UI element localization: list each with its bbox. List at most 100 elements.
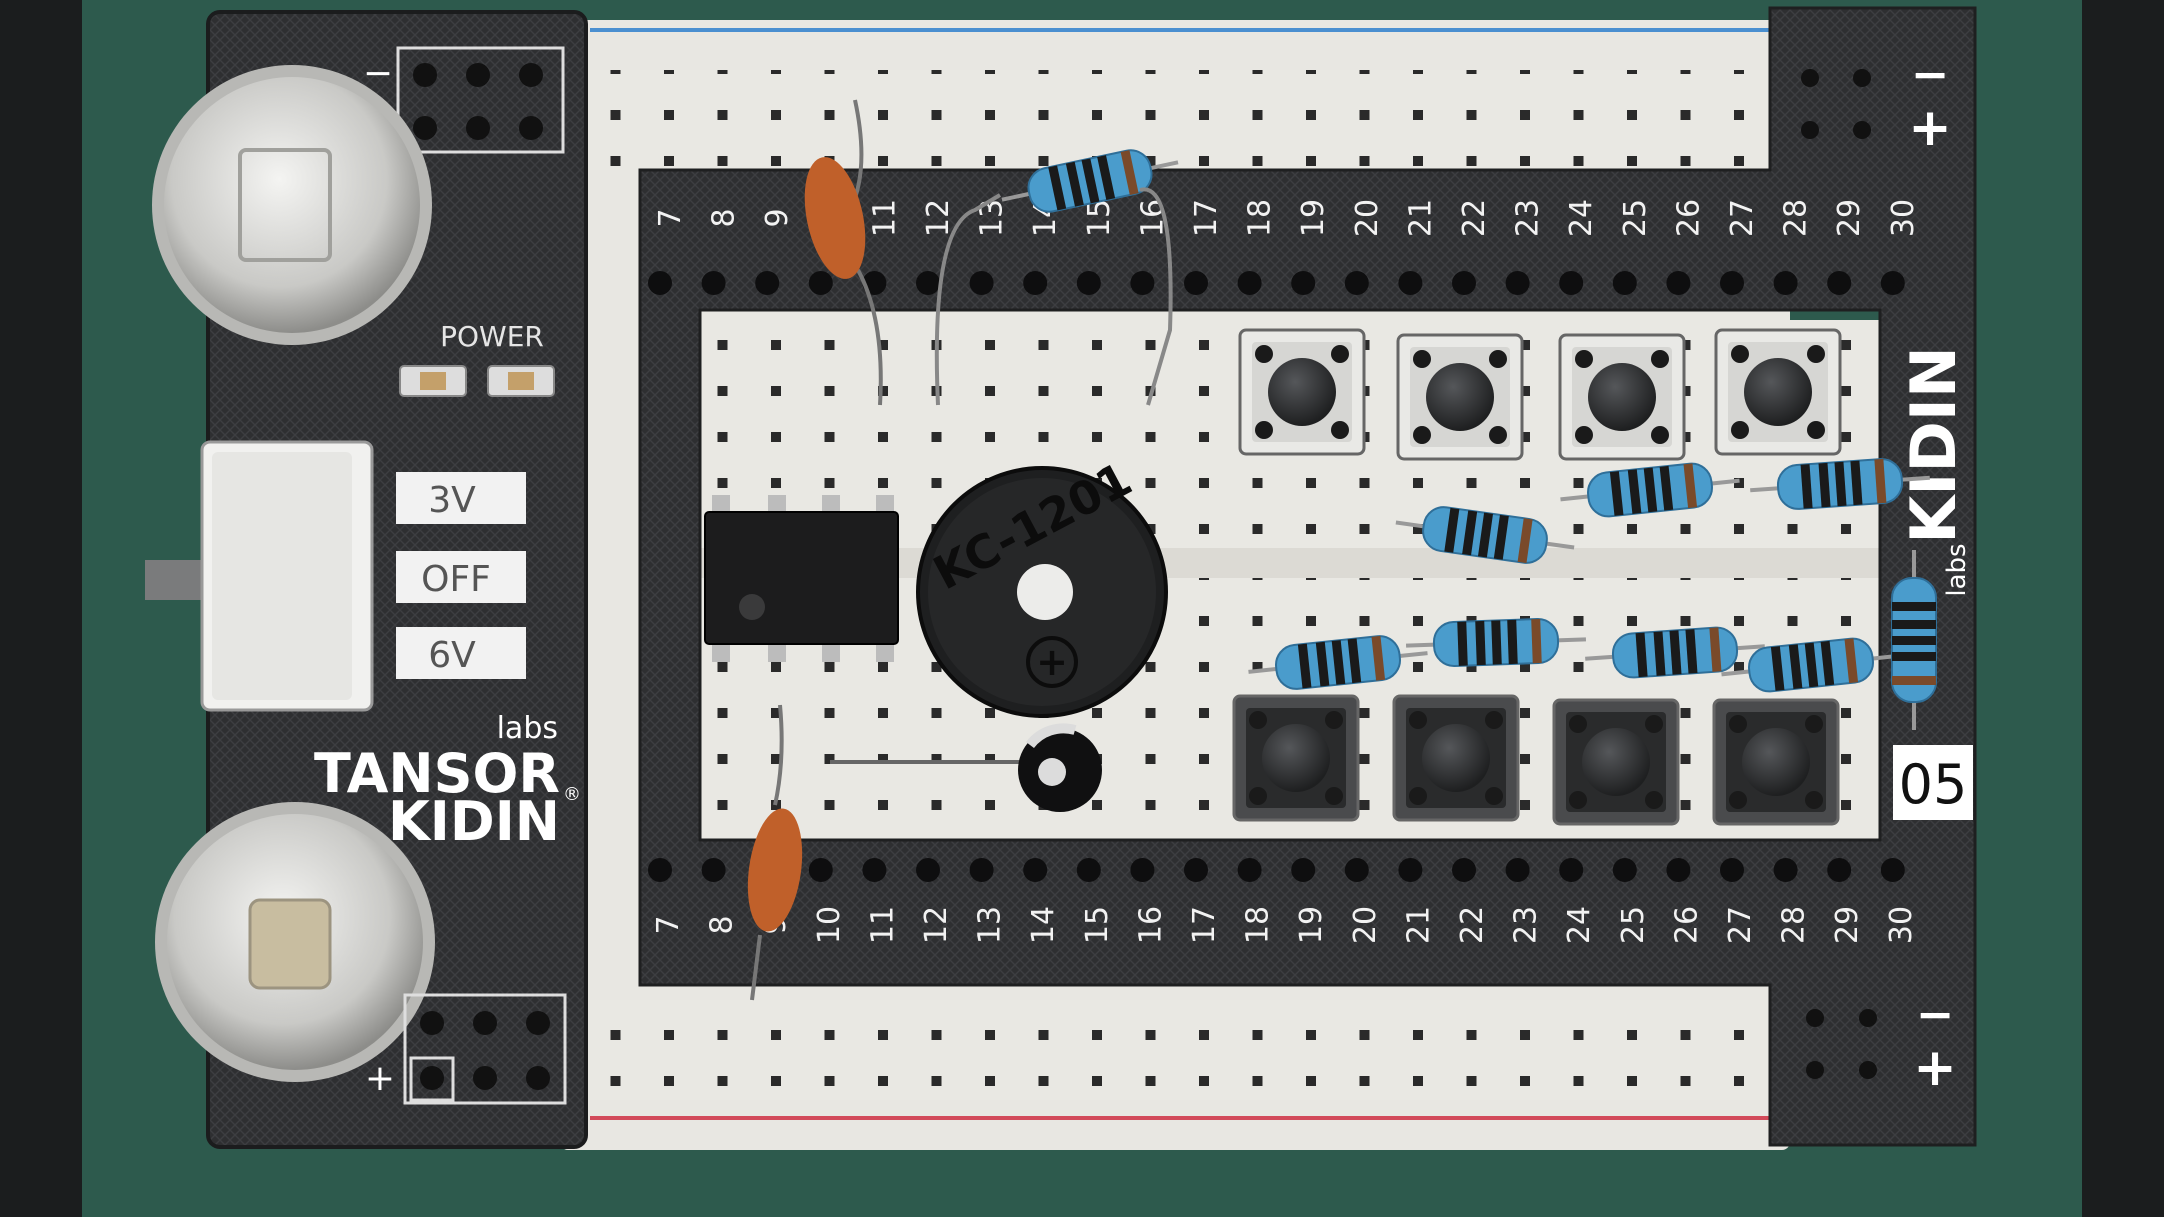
- electrolytic-capacitor: [830, 723, 1102, 812]
- header-pin: [755, 271, 780, 295]
- header-pin: [1773, 858, 1798, 882]
- column-number-top: 24: [1564, 199, 1599, 237]
- push-buttons[interactable]: [1232, 328, 1842, 826]
- column-number-bottom: 23: [1509, 906, 1544, 944]
- tactile-button[interactable]: [1392, 694, 1520, 822]
- brand-registered: ®: [563, 784, 581, 805]
- header-pin: [1505, 858, 1530, 882]
- header-pin: [808, 858, 833, 882]
- resistors: [1001, 149, 1937, 730]
- column-number-bottom: 19: [1294, 906, 1329, 944]
- column-number-top: 29: [1832, 199, 1867, 237]
- header-pins-top: [648, 271, 1905, 295]
- column-number-bottom: 10: [812, 906, 847, 944]
- column-number-bottom: 29: [1830, 906, 1865, 944]
- header-pin: [1398, 858, 1423, 882]
- bottom-power-rail-holes: [590, 1000, 1770, 1100]
- power-label: POWER: [440, 320, 544, 353]
- header-pin: [1720, 271, 1744, 295]
- rail-plus-top-label: +: [1908, 98, 1952, 158]
- column-number-top: 27: [1725, 199, 1760, 237]
- column-number-top: 23: [1511, 199, 1546, 237]
- header-pin: [1666, 858, 1691, 882]
- header-pin: [648, 858, 672, 882]
- resistor: [1891, 550, 1937, 730]
- header-pins-bottom: [648, 858, 1905, 882]
- tactile-button[interactable]: [1712, 698, 1840, 826]
- column-number-bottom: 20: [1348, 906, 1383, 944]
- column-number-bottom: 13: [973, 906, 1008, 944]
- switch-label-3v: 3V: [428, 480, 476, 521]
- jumper-leads: [934, 187, 1173, 406]
- side-brand-text: KIDIN: [1897, 346, 1970, 544]
- switch-label-6v: 6V: [428, 635, 476, 676]
- column-number-bottom: 15: [1080, 906, 1115, 944]
- resistor: [1750, 458, 1930, 510]
- tactile-button[interactable]: [1396, 333, 1524, 461]
- tactile-button[interactable]: [1558, 333, 1686, 461]
- resistor: [1248, 635, 1428, 690]
- column-number-top: 20: [1350, 199, 1385, 237]
- header-pin: [701, 271, 726, 295]
- header-pin: [1880, 271, 1905, 295]
- resistor: [1560, 462, 1740, 518]
- header-pin: [1612, 858, 1637, 882]
- column-number-bottom: 18: [1241, 906, 1276, 944]
- header-pin: [1505, 271, 1530, 295]
- header-pin: [969, 858, 994, 882]
- column-number-top: 22: [1457, 199, 1492, 237]
- right-rail-pins-bottom: [1806, 1009, 1877, 1079]
- header-pin: [1880, 858, 1905, 882]
- header-pin: [969, 271, 994, 295]
- switch-label-6v-box: [396, 627, 526, 679]
- header-pin: [1023, 858, 1048, 882]
- column-number-bottom: 11: [865, 906, 900, 944]
- header-pin: [1559, 858, 1584, 882]
- module-plus-label: +: [365, 1058, 395, 1099]
- header-pin: [862, 858, 887, 882]
- header-pin: [1773, 271, 1798, 295]
- right-rail-pins-top: [1801, 69, 1871, 139]
- switch-label-off-box: [396, 551, 526, 603]
- header-pin: [1827, 271, 1852, 295]
- column-number-top: 28: [1779, 199, 1814, 237]
- tactile-button[interactable]: [1238, 328, 1366, 456]
- column-number-top: 21: [1403, 199, 1438, 237]
- header-pin: [1291, 858, 1316, 882]
- column-number-bottom: 21: [1401, 906, 1436, 944]
- column-number-bottom: 12: [919, 906, 954, 944]
- column-number-top: 9: [760, 208, 795, 227]
- header-pin: [1023, 271, 1048, 295]
- module-header-bottom: [403, 993, 567, 1105]
- rail-minus-top-label: −: [1911, 47, 1950, 101]
- resistor: [1395, 506, 1575, 564]
- header-pin: [1184, 271, 1208, 295]
- brand-line-2: KIDIN: [388, 790, 560, 853]
- column-number-bottom: 17: [1187, 906, 1222, 944]
- column-number-top: 15: [1082, 199, 1117, 237]
- column-number-bottom: 27: [1723, 906, 1758, 944]
- column-number-top: 8: [707, 208, 742, 227]
- pcb-frame: [638, 6, 1977, 1147]
- module-header-top: [396, 46, 565, 154]
- rail-plus-bottom-label: +: [1913, 1038, 1957, 1098]
- ceramic-capacitor-bottom: [747, 704, 803, 1001]
- tactile-button[interactable]: [1552, 698, 1680, 826]
- header-pin: [1398, 271, 1423, 295]
- resistor: [1405, 618, 1587, 667]
- power-slide-switch[interactable]: [145, 440, 374, 712]
- column-number-top: 18: [1243, 199, 1278, 237]
- header-pin: [916, 858, 940, 882]
- coin-battery-holder-bottom: [155, 802, 435, 1082]
- header-pin: [1076, 271, 1101, 295]
- tactile-button[interactable]: [1232, 694, 1360, 822]
- resistor: [1585, 626, 1765, 679]
- header-pin: [1452, 271, 1476, 295]
- page-number-badge: [1893, 745, 1973, 820]
- tactile-button[interactable]: [1714, 328, 1842, 456]
- header-pin: [1184, 858, 1208, 882]
- ceramic-capacitor-top: [804, 99, 883, 406]
- ic-chip: [704, 495, 899, 662]
- resistor: [1001, 149, 1179, 213]
